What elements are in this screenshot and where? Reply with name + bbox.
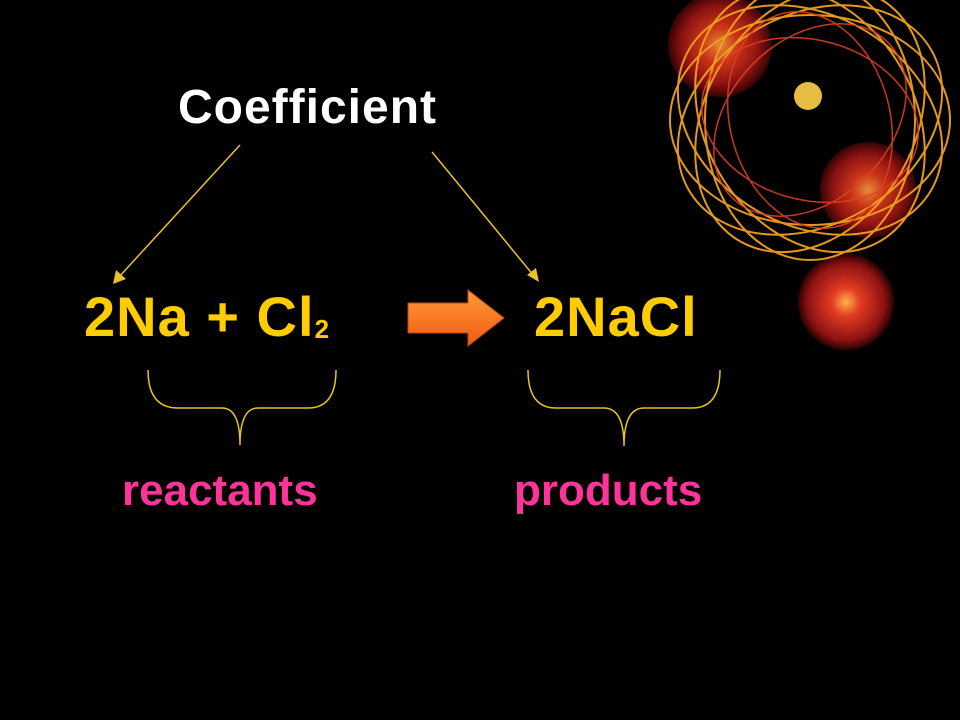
products-brace [527, 369, 721, 447]
coefficient-pointer-right [431, 151, 539, 282]
coefficient-label: Coefficient [178, 81, 438, 134]
coefficient-pointer-left [113, 144, 241, 284]
equation-left-text: 2Na + Cl [84, 285, 315, 348]
chlorine-subscript: 2 [314, 314, 331, 344]
products-label: products [514, 466, 703, 515]
reaction-arrow-icon [407, 288, 505, 348]
reactants-label: reactants [122, 466, 318, 515]
decorative-firework-icon [668, 0, 951, 350]
reactants-brace [147, 369, 337, 446]
equation-products: 2NaCl [534, 285, 698, 348]
equation-reactants: 2Na + Cl2 [84, 284, 330, 349]
